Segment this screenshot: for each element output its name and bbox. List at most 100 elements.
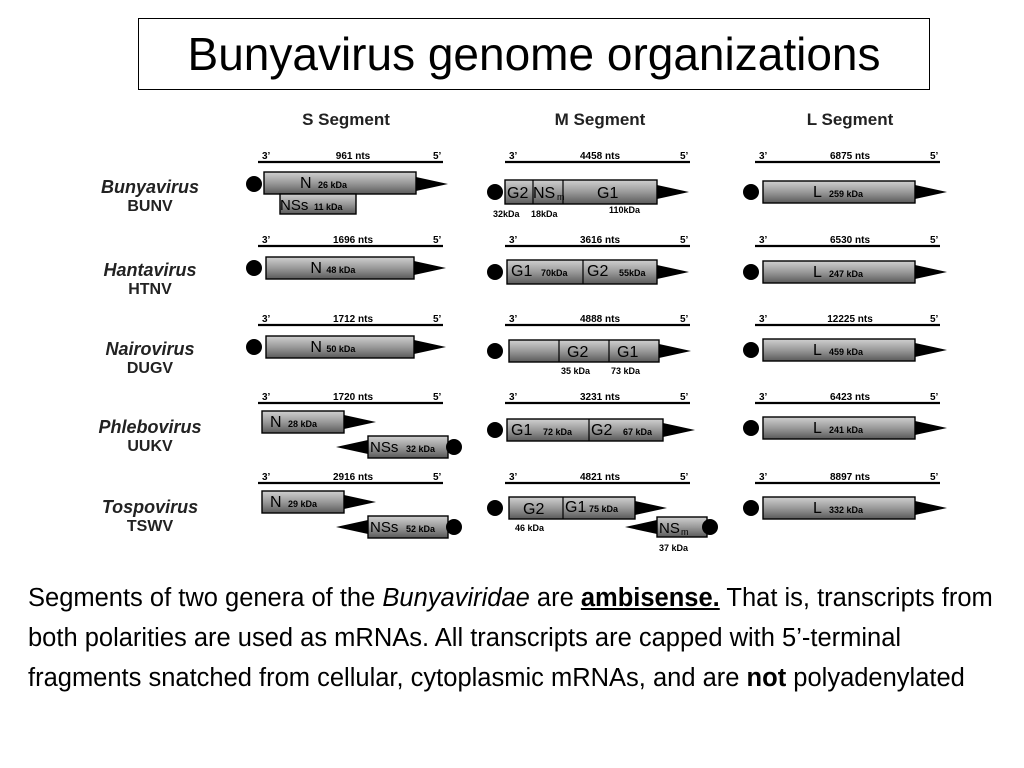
gene-name: L — [813, 342, 822, 359]
gene-name: G1 — [511, 422, 532, 439]
arrow-right-icon — [416, 177, 448, 191]
arrow-right-icon — [635, 501, 667, 515]
end-label-5: 5’ — [680, 472, 689, 483]
gene-size: 110kDa — [609, 205, 641, 215]
column-header-m: M Segment — [554, 110, 646, 129]
end-label-5: 5’ — [930, 235, 939, 246]
gene-name: G2 — [587, 263, 608, 280]
nts-label: 6530 nts — [830, 235, 870, 246]
gene-name: L — [813, 420, 822, 437]
terminus-dot — [702, 519, 718, 535]
gene-size: 67 kDa — [623, 427, 653, 437]
title-box: Bunyavirus genome organizations — [138, 18, 930, 90]
genus-abbr: BUNV — [127, 198, 173, 215]
gene-size: 241 kDa — [829, 425, 864, 435]
genus-label: Phlebovirus UUKV — [80, 418, 220, 456]
terminus-dot — [246, 260, 262, 276]
caption-part: polyadenylated — [786, 664, 965, 692]
gene-name: N — [270, 494, 282, 511]
gene-size: 48 kDa — [326, 265, 356, 275]
terminus-dot — [487, 343, 503, 359]
gene-size: 259 kDa — [829, 189, 864, 199]
arrow-right-icon — [344, 495, 376, 509]
gene-size: 35 kDa — [561, 366, 591, 376]
genus-label: Bunyavirus BUNV — [80, 178, 220, 216]
gene-size: 75 kDa — [589, 504, 619, 514]
end-label-3: 3’ — [262, 235, 271, 246]
nts-label: 1720 nts — [333, 392, 373, 403]
gene-name: N — [310, 260, 322, 277]
terminus-dot — [487, 500, 503, 516]
end-label-3: 3’ — [262, 472, 271, 483]
end-label-5: 5’ — [433, 314, 442, 325]
end-label-3: 3’ — [262, 314, 271, 325]
end-label-5: 5’ — [680, 235, 689, 246]
gene-size: 55kDa — [619, 268, 647, 278]
end-label-5: 5’ — [433, 472, 442, 483]
end-label-3: 3’ — [759, 392, 768, 403]
gene-name: L — [813, 264, 822, 281]
gene-name: G2 — [507, 185, 528, 202]
gene-size: 32 kDa — [406, 444, 436, 454]
caption-part: That is, transcripts from both polaritie… — [28, 584, 993, 692]
gene-size: 50 kDa — [326, 344, 356, 354]
arrow-right-icon — [915, 185, 947, 199]
genus-abbr: TSWV — [126, 518, 174, 535]
terminus-dot — [446, 439, 462, 455]
genus-abbr: HTNV — [128, 281, 172, 298]
gene-name: NSs — [280, 197, 308, 214]
nts-label: 4821 nts — [580, 472, 620, 483]
end-label-5: 5’ — [930, 151, 939, 162]
genus-abbr: DUGV — [126, 360, 174, 377]
end-label-3: 3’ — [509, 151, 518, 162]
end-label-3: 3’ — [759, 235, 768, 246]
genus-name: Nairovirus — [105, 339, 195, 359]
page-title: Bunyavirus genome organizations — [187, 28, 881, 80]
terminus-dot — [246, 339, 262, 355]
genus-name: Phlebovirus — [98, 417, 202, 437]
end-label-3: 3’ — [509, 235, 518, 246]
gene-size: 332 kDa — [829, 505, 864, 515]
terminus-dot — [446, 519, 462, 535]
gene-name: N — [310, 339, 322, 356]
end-label-3: 3’ — [759, 314, 768, 325]
gene-name: G1 — [565, 499, 586, 516]
genus-label: Nairovirus DUGV — [80, 340, 220, 378]
gene-name: NSs — [370, 519, 398, 536]
gene-name: G2 — [591, 422, 612, 439]
end-label-5: 5’ — [680, 392, 689, 403]
terminus-dot — [487, 184, 503, 200]
orf-box — [504, 179, 658, 205]
column-header-l: L Segment — [806, 110, 894, 129]
gene-name-sub: m — [681, 527, 689, 537]
end-label-3: 3’ — [759, 472, 768, 483]
gene-name: G1 — [597, 185, 618, 202]
gene-size: 37 kDa — [659, 543, 689, 553]
caption-part: Segments of two genera of the — [28, 584, 383, 612]
terminus-dot — [487, 264, 503, 280]
genus-name: Bunyavirus — [100, 177, 200, 197]
nts-label: 12225 nts — [827, 314, 873, 325]
arrow-left-icon — [625, 520, 657, 534]
end-label-3: 3’ — [509, 472, 518, 483]
genus-label: Hantavirus HTNV — [80, 261, 220, 299]
end-label-5: 5’ — [680, 314, 689, 325]
column-header-s: S Segment — [302, 110, 390, 129]
gene-size: 32kDa — [493, 209, 521, 219]
gene-name: N — [270, 414, 282, 431]
gene-name: NSs — [370, 439, 398, 456]
arrow-right-icon — [915, 421, 947, 435]
arrow-right-icon — [659, 344, 691, 358]
end-label-5: 5’ — [433, 235, 442, 246]
genus-abbr: UUKV — [127, 438, 173, 455]
genus-label: Tospovirus TSWV — [80, 498, 220, 536]
end-label-5: 5’ — [433, 151, 442, 162]
gene-size: 247 kDa — [829, 269, 864, 279]
genus-name: Hantavirus — [103, 260, 197, 280]
terminus-dot — [743, 342, 759, 358]
gene-size: 26 kDa — [318, 180, 348, 190]
gene-name: L — [813, 500, 822, 517]
not-emphasis: not — [746, 664, 787, 692]
end-label-5: 5’ — [930, 392, 939, 403]
gene-size: 72 kDa — [543, 427, 573, 437]
